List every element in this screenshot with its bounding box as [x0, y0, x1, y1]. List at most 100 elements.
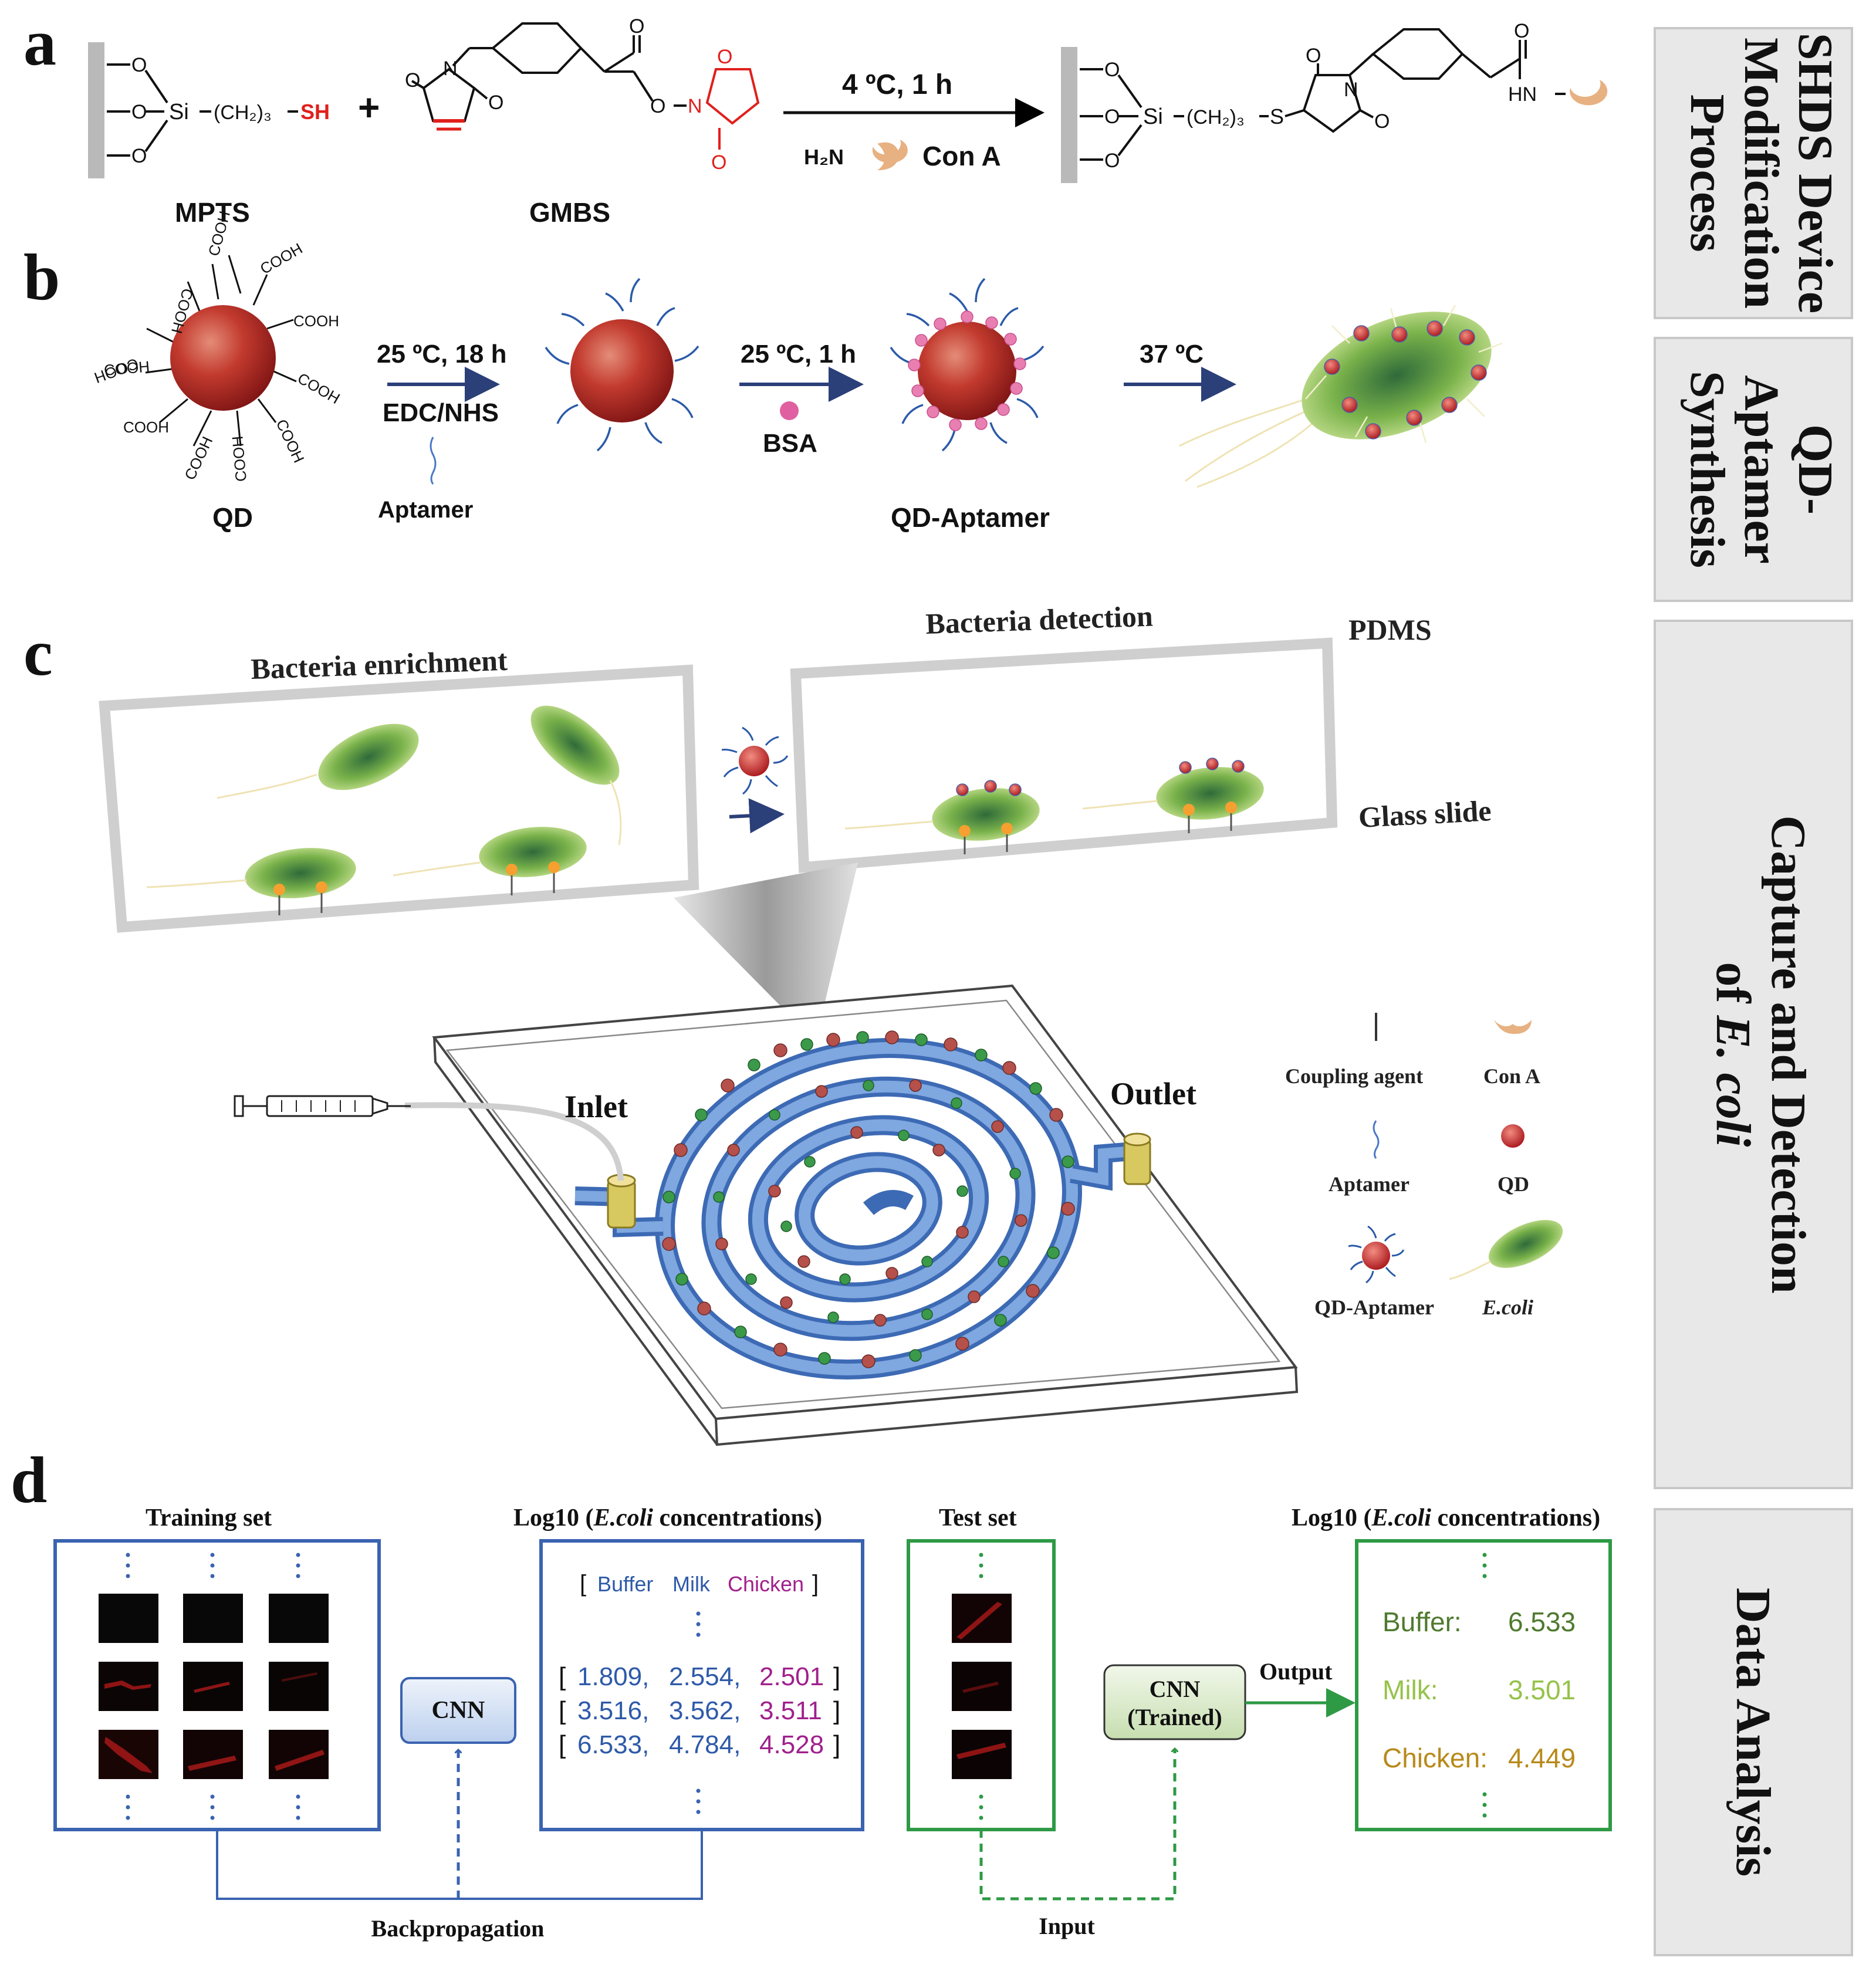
a-si-right: Si — [1143, 104, 1163, 129]
side-label-c-line2: of E. coli — [1706, 962, 1760, 1147]
cooh-2: COOH — [257, 239, 306, 278]
panel-d: Training set — [53, 1504, 1612, 1942]
d-output: Output — [1259, 1658, 1333, 1685]
legend-aptamer-icon — [1373, 1120, 1380, 1159]
b-step1-reagent: EDC/NHS — [383, 398, 499, 427]
p-o1: O — [1104, 59, 1120, 81]
d-log-title-right-suffix: concentrations) — [1431, 1504, 1600, 1531]
side-label-a-line1: SHDS Device — [1788, 33, 1843, 313]
d-header-close: ] — [812, 1571, 819, 1597]
a-chain-right: (CH₂)₃ — [1187, 106, 1245, 129]
gmbs-o-right: O — [488, 92, 503, 114]
side-panel-c — [1654, 620, 1853, 1489]
a-o2: O — [131, 101, 147, 123]
side-panel-d — [1654, 1508, 1853, 1956]
d-log-title-right-italic: E.coli — [1371, 1504, 1431, 1531]
inlet-port — [607, 1174, 636, 1229]
test-images — [952, 1594, 1012, 1779]
b-step2-temp: 25 ºC, 1 h — [741, 340, 856, 368]
d-row3-chicken: 4.528 — [759, 1730, 824, 1759]
capture-beads — [662, 1030, 1075, 1368]
legend-qd-icon — [1501, 1124, 1525, 1148]
b-bsa: BSA — [763, 429, 817, 458]
d-row3-buffer: 6.533, — [577, 1730, 649, 1759]
d-log-title-left: Log10 (E.coli concentrations) — [513, 1504, 822, 1531]
aptamer-strand-icon — [430, 437, 437, 485]
cooh-7: COOH — [181, 434, 216, 482]
gmbs-o-ester: O — [650, 95, 665, 117]
ecoli-with-qd — [1179, 305, 1503, 488]
c-inlet: Inlet — [565, 1089, 628, 1124]
a-mpts-label: MPTS — [175, 197, 250, 228]
d-header-chicken: Chicken — [728, 1572, 804, 1596]
a-gmbs-label: GMBS — [529, 197, 610, 228]
gmbs-structure — [411, 22, 760, 131]
outlet-port — [1123, 1132, 1151, 1185]
d-result-chicken-label: Chicken: — [1383, 1743, 1488, 1773]
training-concentration-box — [539, 1539, 864, 1831]
results-box — [1355, 1539, 1612, 1831]
gmbs-n-nhs: N — [688, 95, 702, 117]
d-log-title-right-prefix: Log10 ( — [1292, 1504, 1372, 1531]
gmbs-o-nhs-top: O — [717, 46, 732, 68]
a-o3: O — [131, 145, 147, 167]
training-dots — [126, 1553, 300, 1820]
detection-chamber — [790, 637, 1338, 873]
side-label-b-line3: Synthesis — [1680, 371, 1735, 568]
side-label-a-line2: Modification — [1734, 38, 1789, 309]
gmbs-n: N — [443, 58, 458, 80]
a-hn: HN — [1508, 83, 1537, 106]
c-qd-aptamer-reagent — [721, 726, 789, 834]
d-result-buffer-value: 6.533 — [1508, 1607, 1576, 1637]
con-a-icon-body — [872, 140, 908, 164]
legend-ecoli-icon — [1449, 1220, 1563, 1280]
panel-c: Bacteria enrichment Bacteria detec — [99, 600, 1563, 1446]
detection-bacteria — [844, 758, 1264, 854]
d-row2-chicken: 3.511 — [759, 1696, 822, 1725]
a-s: S — [1270, 104, 1284, 129]
d-result-milk-label: Milk: — [1383, 1675, 1438, 1705]
bsa-coating — [908, 310, 1026, 431]
cooh-5: COOH — [273, 417, 308, 465]
d-row1-milk: 2.554, — [669, 1662, 741, 1691]
c-glass-slide: Glass slide — [1358, 794, 1492, 834]
d-row1-buffer: 1.809, — [577, 1662, 649, 1691]
cooh-10: COOH — [92, 354, 141, 387]
d-row3-milk: 4.784, — [669, 1730, 741, 1759]
qd-cooh — [145, 255, 297, 447]
p-o2: O — [1104, 106, 1120, 128]
side-label-b-line2: Aptamer — [1734, 375, 1789, 564]
b-step1-temp: 25 ºC, 18 h — [377, 340, 507, 368]
a-condition: 4 ºC, 1 h — [842, 69, 952, 100]
cnn-box — [400, 1677, 516, 1744]
d-row1-open: [ — [559, 1662, 566, 1691]
training-images — [99, 1594, 329, 1779]
side-label-a-line3: Process — [1680, 94, 1735, 252]
d-backpropagation: Backpropagation — [371, 1915, 545, 1942]
d-log-title-left-suffix: concentrations) — [653, 1504, 822, 1531]
d-log-title-right: Log10 (E.coli concentrations) — [1292, 1504, 1600, 1531]
panel-letter-a: a — [23, 6, 56, 79]
side-label-c-of: of — [1706, 962, 1760, 1016]
gmbs-o-nhs-bottom: O — [711, 151, 726, 174]
enrichment-chamber — [99, 664, 699, 933]
d-row2-milk: 3.562, — [669, 1696, 741, 1725]
d-row3-close: ] — [833, 1730, 840, 1759]
panel-a: O O O Si (CH₂)₃ SH + MPTS — [88, 15, 1608, 228]
zoom-cone — [674, 863, 858, 1042]
concentration-dots — [696, 1611, 701, 1814]
enrichment-bacteria — [146, 705, 622, 915]
panel-letter-c: c — [23, 617, 53, 689]
b-aptamer: Aptamer — [378, 497, 473, 523]
cooh-3: COOH — [293, 312, 339, 330]
b-qd-aptamer: QD-Aptamer — [891, 502, 1050, 533]
side-panel-a — [1654, 27, 1853, 319]
d-row2-open: [ — [559, 1696, 566, 1725]
d-result-buffer-label: Buffer: — [1383, 1607, 1462, 1637]
d-row1-chicken: 2.501 — [759, 1662, 824, 1691]
p-o-amide: O — [1514, 20, 1529, 42]
side-label-c-ecoli: E. coli — [1706, 1015, 1760, 1147]
legend-qd: QD — [1498, 1172, 1529, 1196]
b-qd-label: QD — [212, 502, 253, 533]
